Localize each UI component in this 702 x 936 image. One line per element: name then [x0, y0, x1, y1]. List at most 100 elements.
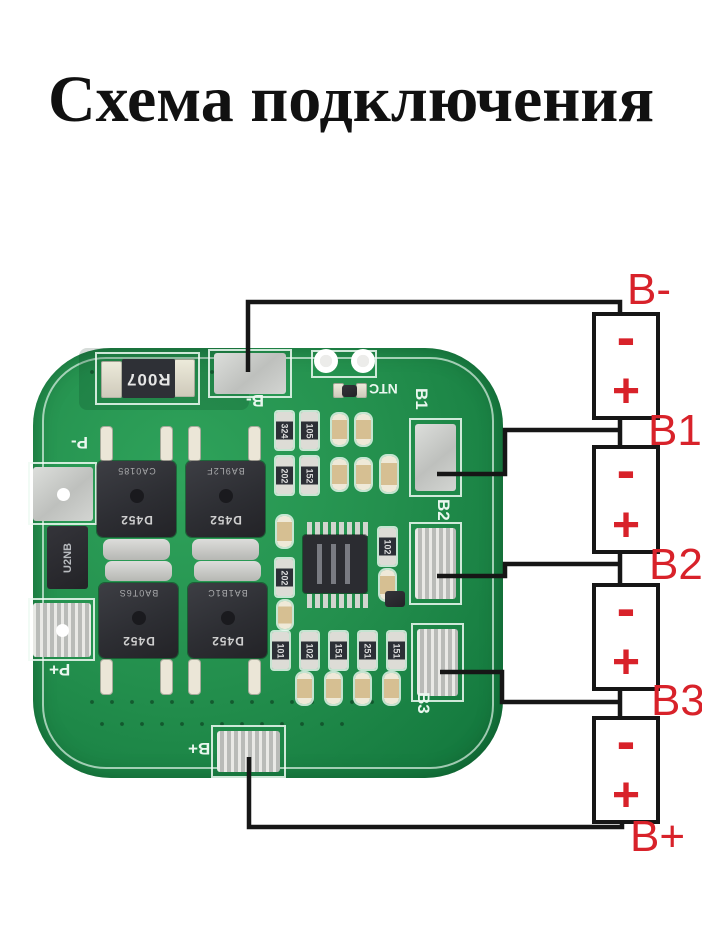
smd-resistor: 151	[388, 632, 405, 669]
mosfet-3: BA0T6S D452	[99, 583, 178, 658]
smd-value: 105	[304, 422, 315, 439]
smd-value: 102	[382, 538, 393, 555]
cell-positive-sign: +	[611, 499, 641, 552]
smd-resistor: 202	[276, 559, 293, 596]
smd-capacitor	[356, 459, 371, 490]
cell-positive-sign: +	[611, 636, 641, 689]
smd-resistor: 151	[330, 632, 347, 669]
diode-marking: U2NB	[61, 542, 74, 573]
smd-value: 101	[275, 642, 286, 659]
silk-b-minus: B-	[246, 391, 264, 410]
ntc-pad	[356, 383, 367, 398]
terminal-label-b1: B1	[648, 406, 702, 455]
mosfet-part-number: D452	[211, 634, 244, 648]
cell-negative-sign: -	[616, 438, 636, 501]
b2-pad	[415, 528, 456, 599]
battery-cell-1: - +	[592, 309, 660, 420]
p-plus-pad	[33, 603, 91, 657]
mosfet-tab	[103, 539, 170, 560]
mosfet-part-number: D452	[209, 513, 242, 527]
terminal-label-b-minus: B-	[627, 265, 671, 314]
via-dots-strip	[88, 698, 388, 711]
smd-resistor: 102	[379, 528, 396, 565]
mosfet-tab	[192, 539, 259, 560]
smd-value: 251	[362, 642, 373, 659]
smd-resistor: 202	[276, 457, 293, 494]
silk-p-plus: P+	[49, 660, 71, 679]
p-plus-pad-outline	[28, 598, 95, 661]
mosfet-lot-code: BA9L2F	[206, 466, 245, 476]
ic-pins	[307, 522, 368, 536]
smd-capacitor	[332, 459, 347, 490]
ic-marking-line	[345, 544, 350, 584]
silk-b1: B1	[412, 388, 431, 410]
b1-pad	[415, 424, 456, 491]
smd-capacitor	[355, 673, 370, 704]
mosfet-leg	[188, 426, 201, 462]
mosfet-leg	[248, 659, 261, 695]
cell-negative-sign: -	[616, 576, 636, 639]
smd-resistor: 102	[301, 632, 318, 669]
smd-capacitor	[381, 456, 397, 492]
b-plus-pad	[217, 731, 280, 772]
pad-hole	[56, 624, 69, 637]
smd-capacitor	[297, 673, 312, 704]
smd-value: 151	[391, 642, 402, 659]
battery-cell-2: - +	[592, 438, 660, 554]
mosfet-lot-code: BA1B1C	[207, 588, 248, 598]
mosfet-leg	[160, 426, 173, 462]
smd-diode	[385, 591, 405, 607]
terminal-label-b-plus: B+	[630, 812, 686, 861]
smd-value: 202	[279, 467, 290, 484]
protection-ic	[303, 535, 367, 593]
ic-pins	[307, 594, 368, 608]
shunt-resistor-marking: R007	[126, 369, 171, 389]
battery-cell-3: - +	[592, 576, 660, 691]
smd-value: 152	[304, 467, 315, 484]
mosfet-part-number: D452	[120, 513, 153, 527]
terminal-label-b2: B2	[649, 540, 702, 589]
ic-marking-line	[331, 544, 336, 584]
cell-positive-sign: +	[611, 769, 641, 822]
smd-value: 102	[304, 642, 315, 659]
mosfet-lot-code: CA0185	[117, 466, 156, 476]
mosfet-leg	[100, 426, 113, 462]
mosfet-leg	[160, 659, 173, 695]
mosfet-tab	[105, 561, 172, 581]
mosfet-4: BA1B1C D452	[188, 583, 267, 658]
pad-hole	[57, 488, 70, 501]
silk-b2: B2	[434, 499, 453, 521]
smd-capacitor	[384, 673, 399, 704]
bms-pcb-board: R007 B- NTC B1 B2 B3 B+ P-	[28, 348, 503, 778]
smd-resistor: 152	[301, 457, 318, 494]
smd-value: 202	[279, 569, 290, 586]
mounting-hole	[314, 349, 338, 373]
battery-cell-4: - +	[592, 713, 660, 824]
smd-resistor: 105	[301, 412, 318, 449]
smd-capacitor	[277, 516, 292, 547]
smd-capacitor	[356, 414, 371, 445]
cell-positive-sign: +	[611, 365, 641, 418]
b-minus-pad	[214, 353, 286, 394]
mosfet-1: CA0185 D452	[97, 461, 176, 537]
shunt-resistor-R007: R007	[122, 359, 175, 398]
smd-capacitor	[278, 601, 292, 629]
mosfet-part-number: D452	[122, 634, 155, 648]
mosfet-2: BA9L2F D452	[186, 461, 265, 537]
shunt-resistor-terminal	[174, 359, 195, 397]
smd-value: 324	[279, 422, 290, 439]
p-minus-pad-outline	[28, 462, 97, 525]
page-title: Схема подключения	[47, 63, 655, 136]
mosfet-leg	[100, 659, 113, 695]
silk-b-plus: B+	[188, 739, 211, 758]
b3-pad	[417, 629, 458, 696]
diode-U2NB: U2NB	[47, 526, 88, 589]
silk-p-minus: P-	[71, 433, 88, 452]
silk-ntc: NTC	[369, 381, 398, 397]
smd-capacitor	[332, 414, 347, 445]
mounting-hole	[351, 349, 375, 373]
ic-marking-line	[317, 544, 322, 584]
smd-resistor: 324	[276, 412, 293, 449]
smd-value: 151	[333, 642, 344, 659]
